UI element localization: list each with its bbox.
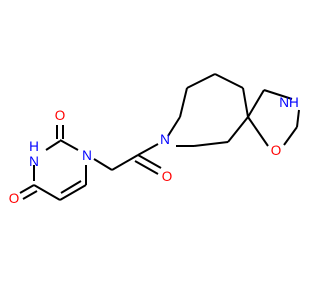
bond-azepane-7 (193, 141, 229, 147)
bond-c2-n3 (45, 140, 61, 151)
bond-co-amide-o (137, 154, 162, 169)
bond-c5-c6 (59, 184, 87, 201)
atom-label-oxazolidinone-ring-o: O (271, 143, 282, 158)
atom-label-uracil-n3: N (29, 154, 39, 169)
atom-label-oxazolidinone-nh: NH (279, 95, 299, 110)
bond-azepane-6 (227, 116, 249, 143)
bond-c4-c5 (33, 184, 61, 201)
uracil-ring (19, 125, 87, 201)
atom-label-azepane-n: N (160, 132, 170, 147)
bond-azepane-4 (214, 73, 244, 89)
bond-c4-o4 (19, 184, 35, 194)
atom-label-uracil-o2: O (55, 108, 66, 123)
bond-ch2-co (111, 154, 139, 171)
bond-spiro-ch2 (247, 89, 265, 118)
bond-azepane-5 (242, 87, 249, 118)
molecule-structure: O H N O N O N NH O (9, 73, 300, 206)
bond-azepane-1 (167, 116, 181, 137)
bond-azepane-3 (186, 73, 216, 89)
azepane-ring (167, 73, 249, 147)
atom-label-uracil-n1: N (82, 148, 92, 163)
bond-co-amide-o-double (134, 160, 159, 175)
bond-c4-o4-double (22, 190, 38, 200)
atom-label-uracil-o4: O (9, 191, 20, 206)
bond-azepane-2 (179, 87, 188, 118)
oxazolidinone-ring (247, 89, 300, 147)
bond-nh-co (296, 109, 300, 128)
bond-co-ring-o (283, 126, 298, 146)
atom-label-uracil-h: H (29, 139, 39, 154)
bond-n1-ch2 (93, 158, 113, 171)
atom-labels: O H N O N O N NH O (9, 95, 299, 206)
bond-n1-c2 (59, 139, 79, 151)
acetyl-linker (93, 143, 162, 175)
bond-ch2-nh (263, 89, 293, 100)
atom-label-amide-o: O (162, 169, 173, 184)
bond-c5-c6-double (60, 180, 82, 194)
bond-co-azepane-n (137, 143, 159, 156)
bond-ring-o-spiro (247, 116, 269, 147)
